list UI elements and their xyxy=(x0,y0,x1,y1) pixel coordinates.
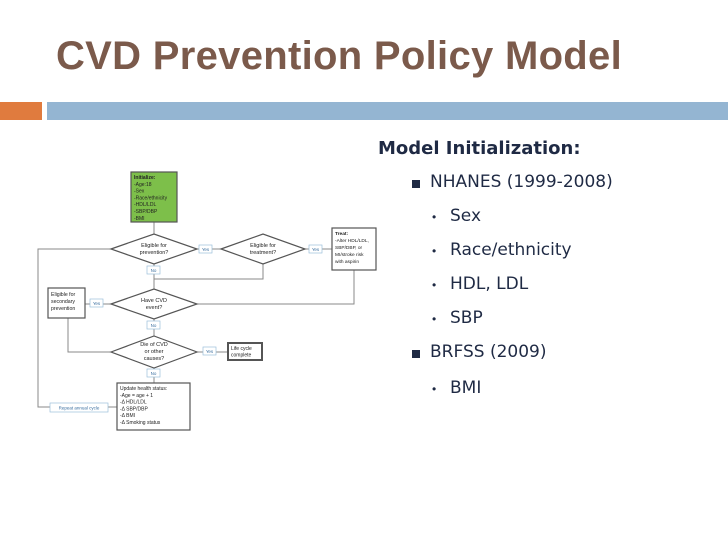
flow-text: treatment? xyxy=(250,250,276,256)
dot-bullet-icon: • xyxy=(432,278,437,292)
update-health-box xyxy=(116,382,191,431)
yes-no-label xyxy=(89,298,104,308)
treat-box xyxy=(331,227,377,271)
initialize-box xyxy=(130,171,178,223)
flow-text: -Δ BMI xyxy=(120,413,135,419)
flow-text: -Alter HDL/LDL, xyxy=(335,238,369,244)
have-cvd-diamond xyxy=(109,288,199,320)
bullet-race: Race/ethnicity xyxy=(450,240,572,260)
bullet-hdl-ldl: HDL, LDL xyxy=(450,274,529,294)
bullet-nhanes: NHANES (1999-2008) xyxy=(430,172,613,192)
flow-label-text: No xyxy=(151,371,157,376)
yes-no-label xyxy=(146,368,161,378)
connector-line xyxy=(197,270,355,305)
bullets-heading: Model Initialization: xyxy=(378,138,581,159)
square-bullet-icon xyxy=(412,180,420,188)
flow-text: Have CVD xyxy=(141,298,167,304)
flow-text: causes? xyxy=(144,356,165,362)
flow-text: prevention xyxy=(51,306,75,312)
connector-line xyxy=(67,318,111,353)
flow-text: Eligible for xyxy=(51,292,75,298)
dot-bullet-icon: • xyxy=(432,210,437,224)
flow-label-text: Yes xyxy=(206,349,214,354)
yes-no-label xyxy=(198,244,213,254)
flow-text: -Sex xyxy=(134,189,145,195)
flow-text: Treat: xyxy=(335,231,348,237)
eligible-prevention-diamond xyxy=(109,233,199,265)
accent-bar-orange xyxy=(0,102,42,120)
accent-bar-blue xyxy=(47,102,728,120)
flow-label-text: No xyxy=(151,268,157,273)
bullet-sbp: SBP xyxy=(450,308,483,328)
flow-text: Life cycle xyxy=(231,346,252,352)
flow-text: -HDL/LDL xyxy=(134,202,156,208)
connector-line xyxy=(154,264,264,280)
yes-no-label xyxy=(146,320,161,330)
dot-bullet-icon: • xyxy=(432,312,437,326)
flow-label-text: No xyxy=(151,323,157,328)
connector-line xyxy=(37,248,117,408)
flow-text: Initialize: xyxy=(134,175,156,181)
repeat-label-box xyxy=(49,402,109,413)
flow-text: or other xyxy=(145,349,164,355)
flow-text: SBP/DBP, or xyxy=(335,245,363,251)
flow-text: secondary xyxy=(51,299,75,305)
flow-label-text: Yes xyxy=(93,301,101,306)
flow-text: -Δ SBP/DBP xyxy=(120,406,148,412)
flow-text: -Δ HDL/LDL xyxy=(120,400,147,406)
flow-text: MI/stroke risk xyxy=(335,252,364,258)
bullet-brfss: BRFSS (2009) xyxy=(430,342,547,362)
yes-no-label xyxy=(308,244,323,254)
flow-text: -Age:18 xyxy=(134,182,152,188)
slide-title: CVD Prevention Policy Model xyxy=(56,34,622,78)
flow-text: prevention? xyxy=(140,250,169,256)
yes-no-label xyxy=(202,346,217,356)
flow-text: Eligible for xyxy=(141,243,167,249)
flow-text: event? xyxy=(146,305,163,311)
repeat-label-text: Repeat annual cycle xyxy=(59,406,100,411)
flow-text: -Age = age + 1 xyxy=(120,393,153,399)
yes-no-label xyxy=(146,265,161,275)
life-cycle-box xyxy=(227,342,263,361)
die-diamond xyxy=(109,335,199,369)
flow-label-text: Yes xyxy=(202,247,210,252)
flow-text: complete xyxy=(231,353,252,359)
flow-text: -SBP/DBP xyxy=(134,209,158,215)
square-bullet-icon xyxy=(412,350,420,358)
flow-text: -BMI xyxy=(134,216,145,222)
dot-bullet-icon: • xyxy=(432,382,437,396)
dot-bullet-icon: • xyxy=(432,244,437,258)
flow-label-text: Yes xyxy=(312,247,320,252)
flow-text: Die of CVD xyxy=(140,342,168,348)
flow-text: Eligible for xyxy=(250,243,276,249)
flow-text: -Δ Smoking status xyxy=(120,420,161,426)
eligible-treatment-diamond xyxy=(219,233,307,265)
bullet-sex: Sex xyxy=(450,206,482,226)
flow-text: -Race/ethnicity xyxy=(134,195,168,201)
secondary-prevention-box xyxy=(47,287,86,319)
bullet-bmi: BMI xyxy=(450,378,482,398)
flow-text: Update health status: xyxy=(120,386,167,392)
flow-text: with aspirin xyxy=(335,259,359,265)
